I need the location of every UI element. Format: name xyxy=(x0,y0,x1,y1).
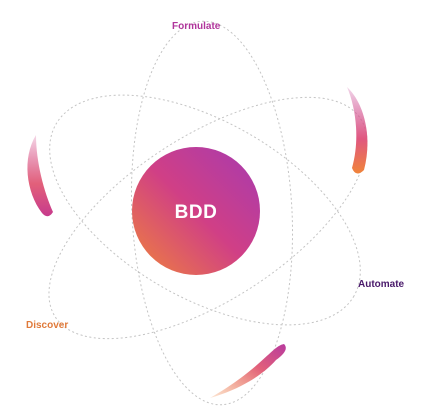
orbit-ring-3 xyxy=(130,20,294,406)
stage-label-discover: Discover xyxy=(26,320,69,331)
stage-label-automate: Automate xyxy=(358,279,405,290)
orbit-arc-bottom xyxy=(210,344,286,398)
orbit-arc-right xyxy=(347,87,368,174)
bdd-center-label: BDD xyxy=(175,202,218,223)
orbit-ring-2 xyxy=(49,94,361,326)
stage-label-formulate: Formulate xyxy=(172,21,221,32)
orbit-arc-left xyxy=(27,135,53,217)
bdd-center-circle xyxy=(132,147,260,275)
